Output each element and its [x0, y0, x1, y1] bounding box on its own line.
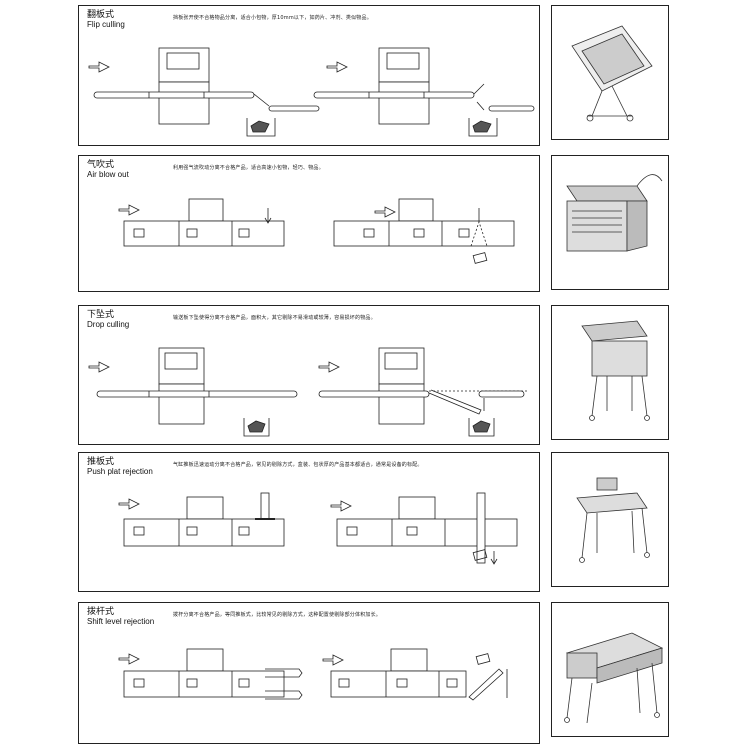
input-arrow-icon — [88, 61, 110, 73]
panel-description: 输送板下坠使得分离不合格产品，面积大，其它剔除不易滑动或较薄，容易损坏的物品。 — [173, 315, 376, 321]
input-arrow-icon — [318, 361, 340, 373]
input-arrow-icon — [88, 361, 110, 373]
input-arrow-icon — [118, 204, 140, 216]
panel-flip-culling: 翻板式 Flip culling 挡板张开使不合格物品分离，适合小包物，厚10m… — [78, 5, 540, 146]
panel-description: 拨杆分离不合格产品，等同推板式，比较常见的剔除方式，这种配置使剔除部分体积加长。 — [173, 612, 382, 618]
title-en: Flip culling — [87, 20, 125, 29]
title-cn: 气吹式 — [87, 160, 115, 170]
panel-title: 推板式 Push plat rejection — [87, 457, 153, 477]
push-plate-machine-photo — [551, 452, 669, 587]
panel-description: 利用强气流吹动分离不合格产品，适合高速小包物，轻巧、物品。 — [173, 165, 324, 171]
panel-title: 翻板式 Flip culling — [87, 10, 125, 30]
title-en: Shift level rejection — [87, 617, 155, 626]
title-cn: 拨杆式 — [87, 607, 115, 617]
title-en: Air blow out — [87, 170, 129, 179]
panel-push-plate-rejection: 推板式 Push plat rejection 气缸推板迅速运动分离不合格产品，… — [78, 452, 540, 592]
input-arrow-icon — [326, 61, 348, 73]
input-arrow-icon — [330, 500, 352, 512]
title-en: Push plat rejection — [87, 467, 153, 476]
input-arrow-icon — [374, 206, 396, 218]
title-cn: 翻板式 — [87, 10, 115, 20]
panel-drop-culling: 下坠式 Drop culling 输送板下坠使得分离不合格产品，面积大，其它剔除… — [78, 305, 540, 445]
panel-description: 气缸推板迅速运动分离不合格产品，常见的剔除方式，盒装、包状厚的产品基本都适合，通… — [173, 462, 423, 468]
panel-title: 拨杆式 Shift level rejection — [87, 607, 154, 627]
panel-title: 气吹式 Air blow out — [87, 160, 129, 180]
push-plate-diagram — [118, 492, 518, 565]
title-cn: 推板式 — [87, 457, 115, 467]
title-en: Drop culling — [87, 320, 130, 329]
input-arrow-icon — [118, 653, 140, 665]
flip-culling-diagram — [88, 47, 535, 137]
shift-lever-diagram — [118, 648, 508, 701]
drop-culling-diagram — [88, 347, 529, 437]
flip-culling-machine-photo — [551, 5, 669, 140]
title-cn: 下坠式 — [87, 310, 115, 320]
air-blow-out-diagram — [118, 198, 515, 264]
input-arrow-icon — [118, 498, 140, 510]
air-blow-machine-photo — [551, 155, 669, 290]
shift-lever-machine-photo — [551, 602, 669, 737]
panel-title: 下坠式 Drop culling — [87, 310, 129, 330]
drop-culling-machine-photo — [551, 305, 669, 440]
input-arrow-icon — [322, 654, 344, 666]
panel-air-blow-out: 气吹式 Air blow out 利用强气流吹动分离不合格产品，适合高速小包物，… — [78, 155, 540, 292]
panel-shift-level-rejection: 拨杆式 Shift level rejection 拨杆分离不合格产品，等同推板… — [78, 602, 540, 744]
panel-description: 挡板张开使不合格物品分离，适合小包物，厚10mm以下，如药片、冲剂、类似物品。 — [173, 15, 372, 21]
